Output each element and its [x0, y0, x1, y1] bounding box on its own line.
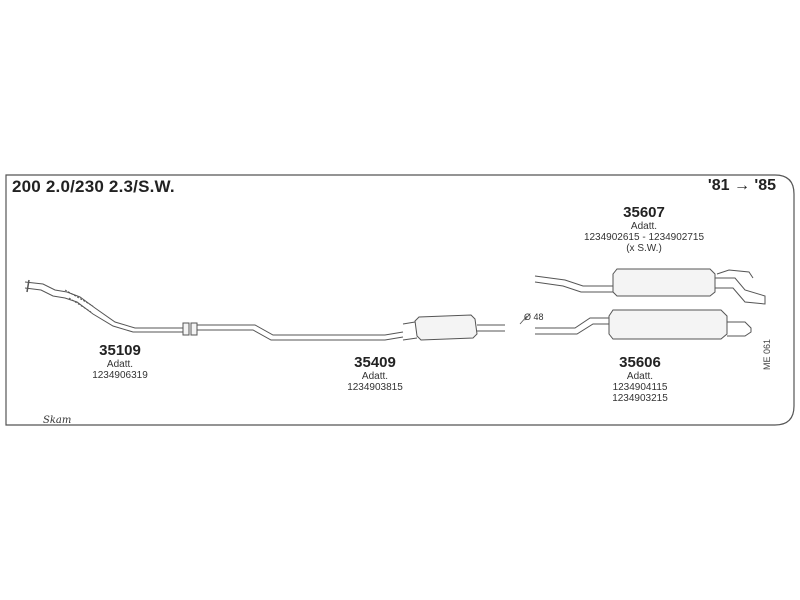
part-label: Adatt.: [361, 371, 389, 382]
part-number: 35607: [623, 204, 665, 221]
part-35109-block: 35109 Adatt. 1234906319: [70, 342, 170, 381]
part-35606-block: 35606 Adatt. 1234904115 1234903215: [590, 354, 690, 404]
part-label: Adatt.: [626, 371, 654, 382]
part-35607-block: 35607 Adatt. 1234902615 - 1234902715 (x …: [566, 204, 722, 254]
part-number: 35606: [619, 354, 661, 371]
diagram-panel: [5, 174, 795, 426]
model-title: 200 2.0/230 2.3/S.W.: [12, 177, 175, 196]
exhaust-diagram: [5, 174, 795, 426]
part-code: 1234903815: [347, 382, 403, 393]
part-code: 1234906319: [92, 370, 148, 381]
diameter-marker: [519, 315, 528, 325]
rear-muffler-35607: [534, 268, 766, 305]
part-label: Adatt.: [106, 359, 134, 370]
part-label: Adatt.: [630, 221, 658, 232]
part-number: 35409: [354, 354, 396, 371]
brand-logo: Skam: [43, 415, 72, 426]
rear-muffler-35606: [535, 309, 752, 340]
diameter-label: Ø 48: [524, 312, 544, 322]
part-number: 35109: [99, 342, 141, 359]
sheet-code: ME 061: [762, 338, 772, 370]
frame-border: [5, 174, 795, 426]
part-note: (x S.W.): [626, 243, 662, 254]
year-range: '81 → '85: [707, 177, 776, 194]
part-code: 1234903215: [612, 393, 668, 404]
mid-pipe-35409: [190, 314, 505, 341]
part-code: 1234902615 - 1234902715: [583, 232, 705, 243]
part-code: 1234904115: [612, 382, 668, 393]
front-pipe-35109: [24, 279, 190, 336]
part-35409-block: 35409 Adatt. 1234903815: [325, 354, 425, 393]
